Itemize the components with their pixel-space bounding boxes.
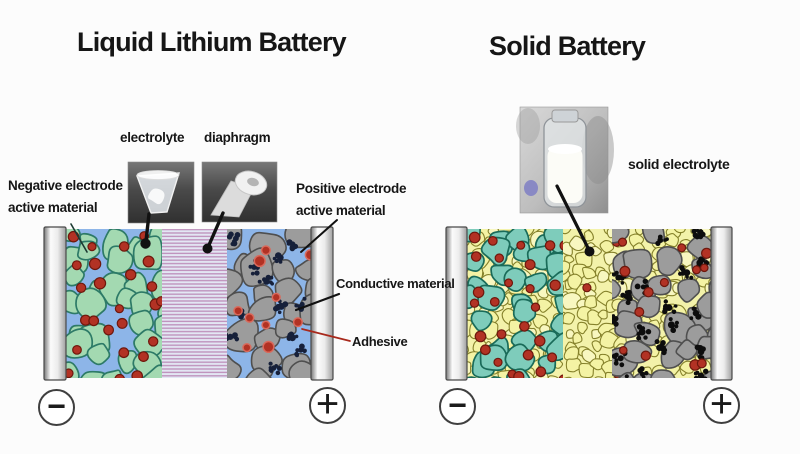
positive-terminal-right-icon: + <box>703 381 740 426</box>
left-diagram-title: Liquid Lithium Battery <box>77 27 347 57</box>
minus-symbol: − <box>47 387 66 424</box>
electrolyte-leader-line <box>144 212 151 243</box>
positive-terminal-left-icon: + <box>309 381 346 426</box>
positive-electrode-label: Positive electrode active material <box>296 178 406 222</box>
negative-electrode-leader-line <box>70 223 88 253</box>
plus-symbol: + <box>315 381 340 426</box>
solid-electrolyte-label: solid electrolyte <box>628 156 730 172</box>
electrolyte-label: electrolyte <box>120 130 185 145</box>
left-current-collector-negative <box>43 226 67 381</box>
adhesive-label: Adhesive <box>352 334 408 349</box>
diaphragm-region <box>161 229 227 378</box>
minus-symbol: − <box>448 386 467 423</box>
solid-electrolyte-pointer-dot <box>584 246 595 257</box>
conductive-material-leader-line <box>294 292 341 312</box>
negative-terminal-right-icon: − <box>439 388 476 425</box>
diaphragm-pointer-dot <box>202 243 213 254</box>
right-current-collector-negative <box>445 226 468 381</box>
positive-electrode-label-line1: Positive electrode <box>296 181 407 196</box>
negative-terminal-left-icon: − <box>38 389 75 426</box>
solid-electrolyte-leader-line <box>555 184 590 250</box>
diaphragm-photo-icon <box>201 161 278 223</box>
right-battery <box>445 226 733 381</box>
conductive-material-label: Conductive material <box>336 276 455 291</box>
solid-electrolyte-photo-icon <box>516 106 614 214</box>
diaphragm-label: diaphragm <box>204 130 271 145</box>
positive-electrode-leader-line <box>300 219 338 253</box>
negative-electrode-label-line2: active material <box>8 200 98 215</box>
left-battery <box>43 226 334 381</box>
positive-active-material-blobs-right <box>612 229 711 378</box>
positive-active-material-blobs-left <box>227 229 311 378</box>
electrolyte-pointer-dot <box>140 238 151 249</box>
negative-electrode-label: Negative electrode active material <box>8 175 123 219</box>
electrolyte-photo-icon <box>127 161 195 224</box>
negative-active-material-blobs-right <box>467 229 563 378</box>
right-diagram-title: Solid Battery <box>489 31 646 61</box>
diaphragm-leader-line <box>207 211 225 247</box>
plus-symbol: + <box>709 381 734 426</box>
positive-electrode-label-line2: active material <box>296 203 386 218</box>
adhesive-leader-line <box>301 328 351 342</box>
negative-electrode-label-line1: Negative electrode <box>8 178 123 193</box>
right-current-collector-positive <box>710 226 733 381</box>
